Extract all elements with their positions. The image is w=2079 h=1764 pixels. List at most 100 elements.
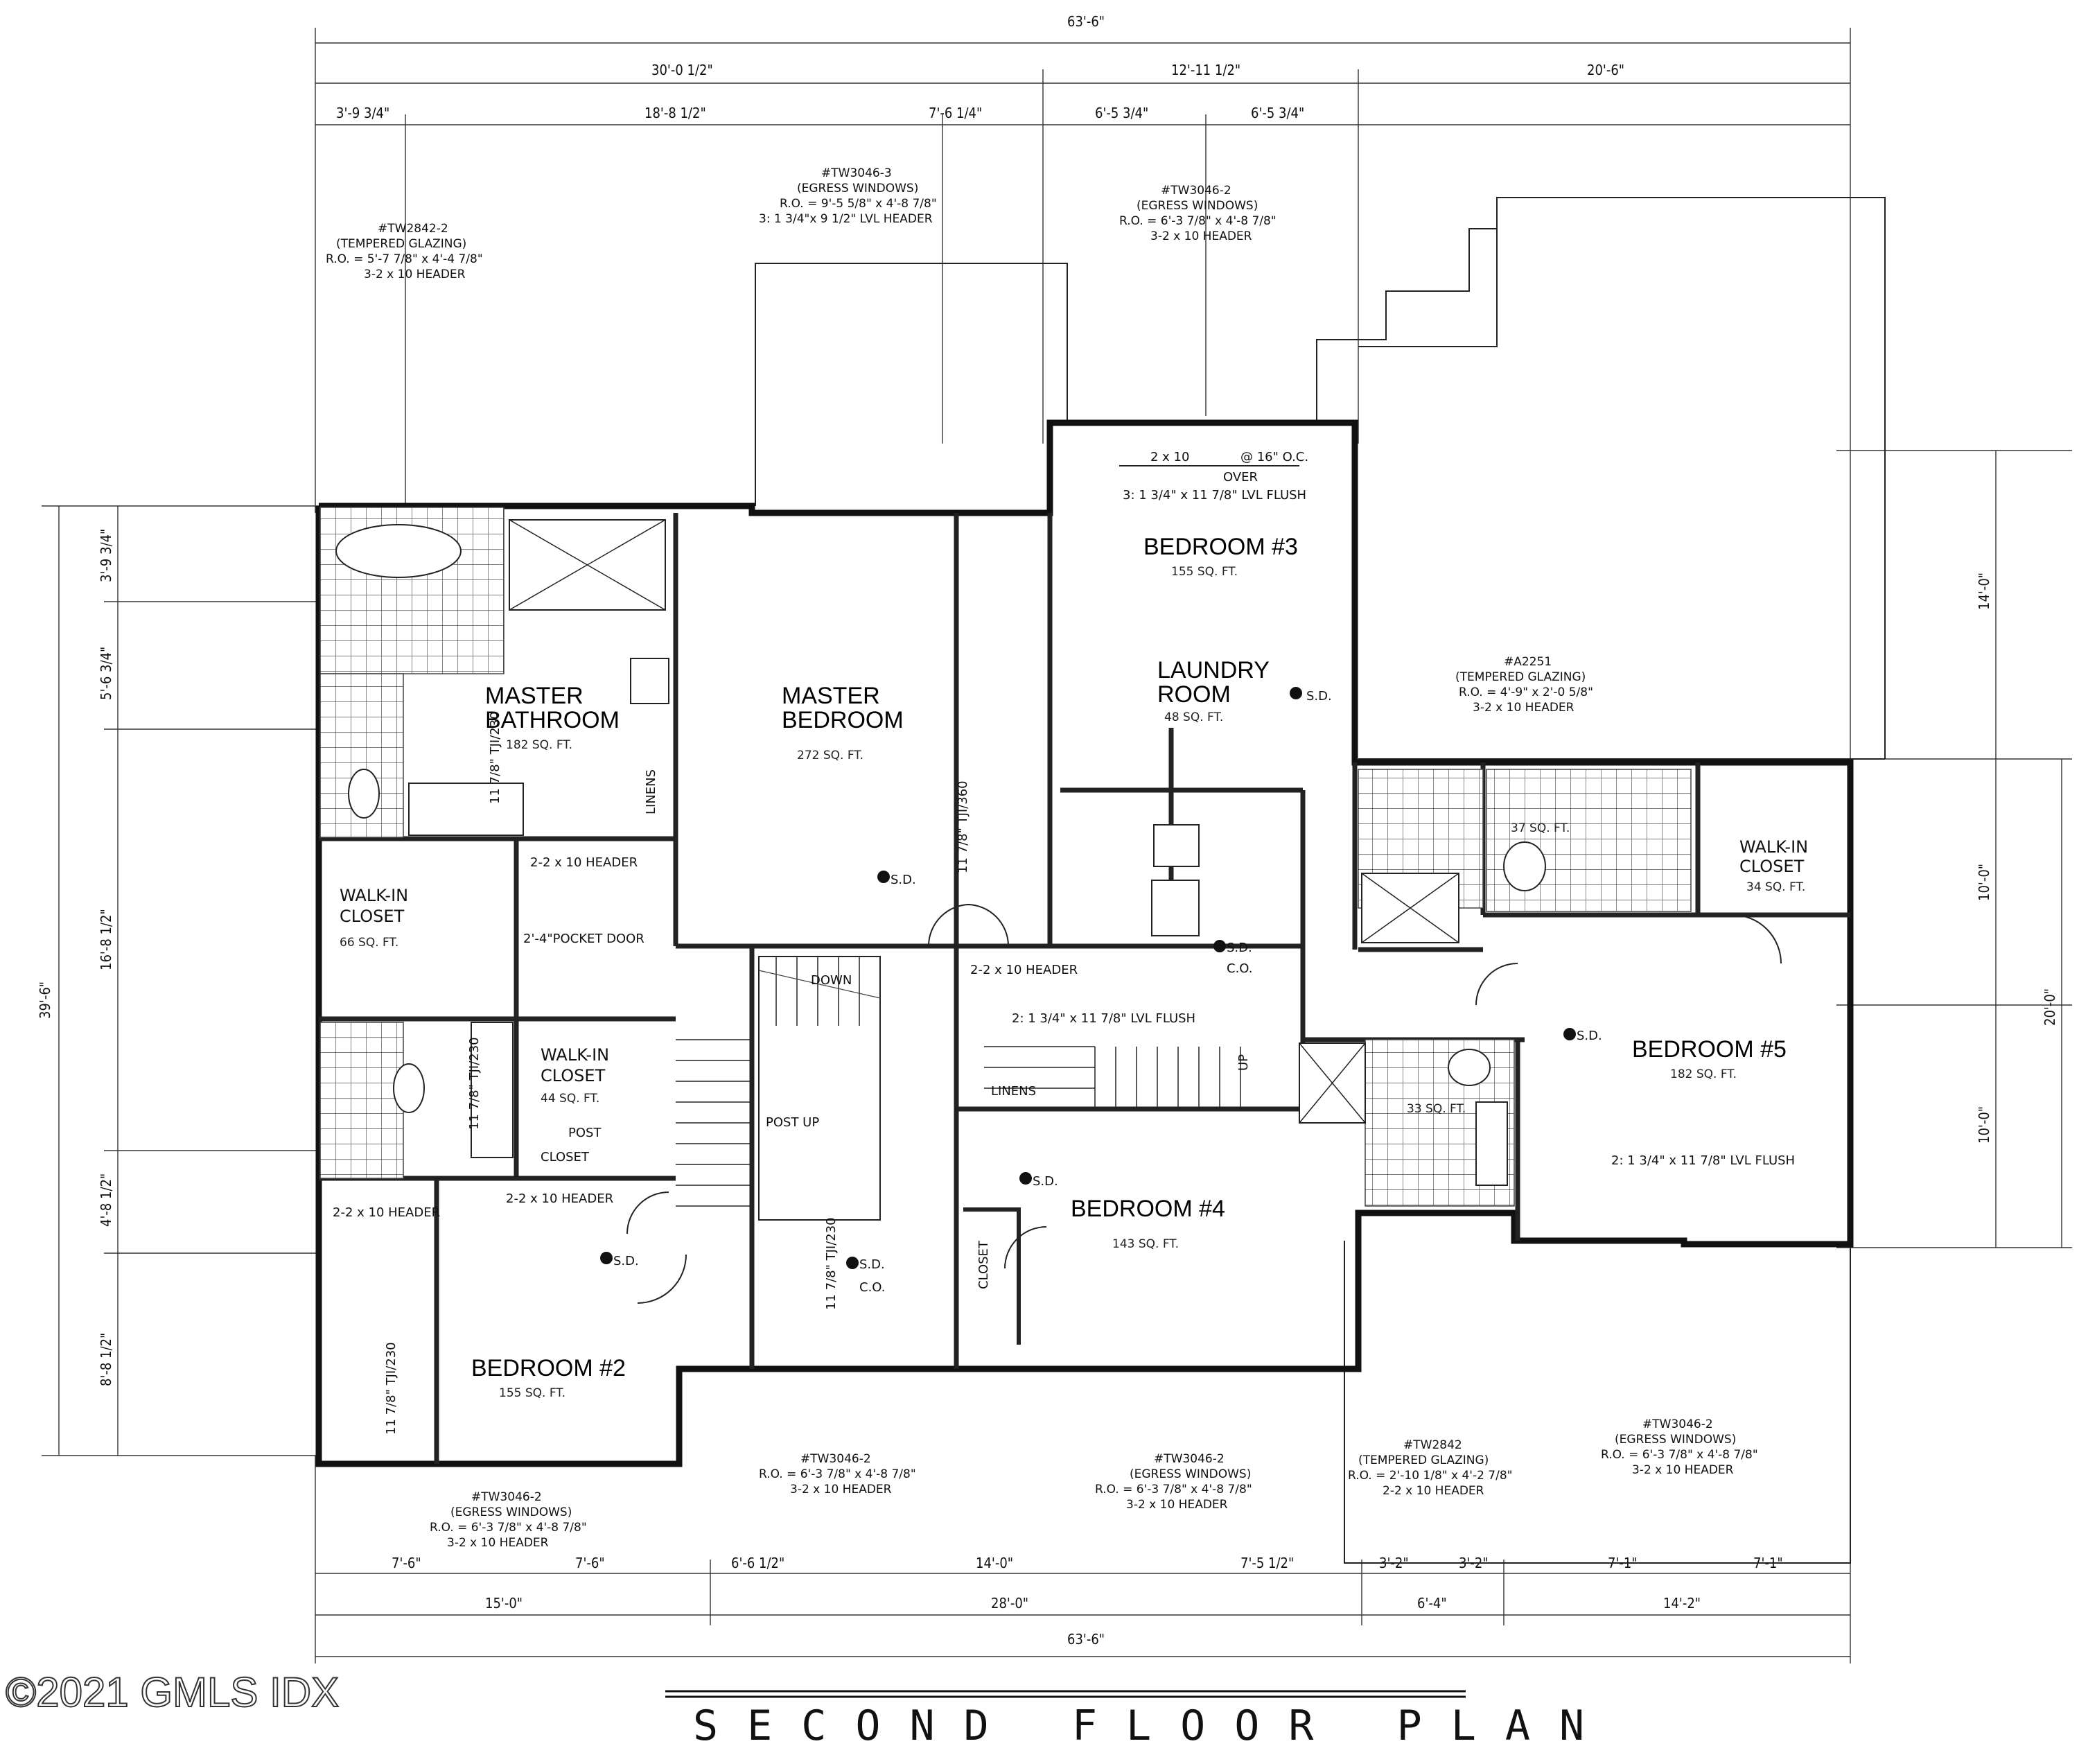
callout-top-right-3: R.O. = 6'-3 7/8" x 4'-8 7/8" [1119, 214, 1277, 228]
bath-center-area: 33 SQ. FT. [1407, 1102, 1466, 1116]
callout-a2251-4: 3-2 x 10 HEADER [1473, 701, 1574, 715]
roof-outlines [755, 197, 1886, 1564]
closet-label-2: CLOSET [976, 1240, 991, 1289]
dim-bot-1: 15'-0" [485, 1595, 523, 1612]
callout-top-left-3: R.O. = 5'-7 7/8" x 4'-4 7/8" [326, 252, 483, 266]
header-22-d: 2-2 x 10 HEADER [506, 1191, 613, 1206]
stair-down-label: DOWN [811, 973, 852, 988]
callout-top-left-2: (TEMPERED GLAZING) [336, 237, 466, 251]
dim-sub-d: 6'-5 3/4" [1095, 105, 1148, 121]
callout-bot-left-1: #TW3046-2 [471, 1490, 542, 1504]
callout-bot-left-3: R.O. = 6'-3 7/8" x 4'-8 7/8" [430, 1521, 587, 1535]
dim-sub-a: 3'-9 3/4" [336, 105, 389, 121]
staircases [676, 956, 1241, 1221]
bedroom-5-area: 182 SQ. FT. [1670, 1067, 1737, 1081]
dim-left-1: 3'-9 3/4" [98, 529, 114, 582]
header-22-a: 2-2 x 10 HEADER [530, 855, 638, 870]
callout-bot-left-4: 3-2 x 10 HEADER [447, 1536, 549, 1550]
callout-bot-mid2-2: (EGRESS WINDOWS) [1130, 1467, 1251, 1481]
tji-label-c: 11 7/8" TJI/230 [824, 1217, 839, 1310]
callout-top-mid-3: R.O. = 9'-5 5/8" x 4'-8 7/8" [780, 197, 937, 211]
callout-tw2842-3: R.O. = 2'-10 1/8" x 4'-2 7/8" [1348, 1469, 1513, 1483]
left-dimensions: 39'-6" 3'-9 3/4" 5'-6 3/4" 16'-8 1/2" 4'… [37, 505, 319, 1456]
bedroom-2-area: 155 SQ. FT. [499, 1386, 565, 1400]
master-bedroom-label-2: BEDROOM [782, 707, 904, 733]
smoke-detector-4: S.D. [1577, 1029, 1602, 1043]
bottom-dimensions: 7'-6" 7'-6" 6'-6 1/2" 14'-0" 7'-5 1/2" 3… [315, 1456, 1851, 1663]
wic-1-label: WALK-IN [340, 886, 408, 905]
co-detector-1: C.O. [1227, 961, 1252, 976]
callout-bot-mid1-3: 3-2 x 10 HEADER [790, 1483, 892, 1496]
callout-top-left-1: #TW2842-2 [378, 222, 448, 236]
header-22-b: 2-2 x 10 HEADER [970, 963, 1078, 977]
master-bathroom-label-2: BATHROOM [485, 707, 620, 733]
tji-label-b: 11 7/8" TJI/230 [467, 1037, 482, 1130]
pocket-door-label: 2'-4"POCKET DOOR [523, 932, 644, 946]
dim-right-2: 20'-0" [2042, 988, 2058, 1026]
post-label: POST [568, 1126, 602, 1140]
dim-bsub-e: 7'-5 1/2" [1240, 1555, 1294, 1571]
bedroom-2-label: BEDROOM #2 [471, 1355, 626, 1381]
watermark: ©2021 GMLS IDX [6, 1669, 339, 1715]
callout-tw2842-2: (TEMPERED GLAZING) [1358, 1453, 1489, 1467]
post-up-label: POST UP [766, 1115, 819, 1130]
callout-top-mid-4: 3: 1 3/4"x 9 1/2" LVL HEADER [759, 212, 933, 226]
callout-bot-mid2-4: 3-2 x 10 HEADER [1126, 1498, 1228, 1512]
dim-bsub-d: 14'-0" [976, 1555, 1013, 1571]
dim-total-top: 63'-6" [1067, 13, 1105, 30]
dim-sub-c: 7'-6 1/4" [929, 105, 982, 121]
dim-top-2: 12'-11 1/2" [1171, 62, 1240, 78]
header-22-c: 2-2 x 10 HEADER [333, 1205, 440, 1220]
callout-top-right-1: #TW3046-2 [1161, 184, 1231, 198]
dim-bot-2: 28'-0" [991, 1595, 1028, 1612]
wic-1-area: 66 SQ. FT. [340, 936, 398, 950]
callout-top-right-4: 3-2 x 10 HEADER [1150, 229, 1252, 243]
callout-top-right-2: (EGRESS WINDOWS) [1137, 199, 1258, 213]
callout-top-mid-1: #TW3046-3 [821, 166, 892, 180]
callout-bot-right-1: #TW3046-2 [1642, 1417, 1713, 1431]
smoke-detector-6: S.D. [859, 1257, 885, 1272]
callout-bot-mid1-1: #TW3046-2 [800, 1452, 871, 1466]
over-top: OVER [1223, 470, 1258, 484]
smoke-detector-5: S.D. [1033, 1174, 1058, 1189]
smoke-detector-7: S.D. [613, 1254, 639, 1268]
interior-walls [319, 513, 1850, 1464]
bedroom-4-area: 143 SQ. FT. [1112, 1237, 1179, 1251]
callout-top-left-4: 3-2 x 10 HEADER [364, 268, 466, 281]
lvl-flush-top: 3: 1 3/4" x 11 7/8" LVL FLUSH [1123, 488, 1306, 503]
wic-1-label-2: CLOSET [340, 907, 405, 926]
wic-2-area: 44 SQ. FT. [541, 1092, 599, 1106]
callout-a2251-3: R.O. = 4'-9" x 2'-0 5/8" [1459, 685, 1593, 699]
structural-notes: 2 x 10 @ 16" O.C. OVER 3: 1 3/4" x 11 7/… [333, 450, 1795, 1435]
dim-right-1: 14'-0" [1976, 573, 1992, 610]
dim-sub-e: 6'-5 3/4" [1251, 105, 1304, 121]
dim-bot-3: 6'-4" [1417, 1595, 1447, 1612]
tji-label-d: 11 7/8" TJI/230 [384, 1342, 398, 1435]
master-bathroom-area: 182 SQ. FT. [506, 738, 572, 752]
lvl-flush-right: 2: 1 3/4" x 11 7/8" LVL FLUSH [1611, 1153, 1795, 1168]
callout-a2251-2: (TEMPERED GLAZING) [1455, 670, 1586, 684]
callout-bot-left-2: (EGRESS WINDOWS) [450, 1505, 572, 1519]
plan-title: SECOND FLOOR PLAN [693, 1702, 1613, 1750]
wic-3-label: WALK-IN [1739, 837, 1808, 857]
dim-left-5: 8'-8 1/2" [98, 1333, 114, 1386]
co-detector-2: C.O. [859, 1280, 885, 1295]
dim-sub-b: 18'-8 1/2" [644, 105, 706, 121]
wic-3-label-2: CLOSET [1739, 857, 1805, 876]
wic-3-area: 34 SQ. FT. [1746, 880, 1805, 894]
joist-oc-top: @ 16" O.C. [1240, 450, 1308, 464]
master-bedroom-area: 272 SQ. FT. [797, 749, 863, 762]
room-labels: MASTER BATHROOM 182 SQ. FT. MASTER BEDRO… [340, 534, 1808, 1400]
wic-2-label-2: CLOSET [541, 1066, 606, 1085]
dim-left-4: 4'-8 1/2" [98, 1173, 114, 1227]
dim-bot-4: 14'-2" [1663, 1595, 1701, 1612]
callout-tw2842-1: #TW2842 [1403, 1438, 1462, 1452]
dim-left-2: 5'-6 3/4" [98, 647, 114, 700]
callout-a2251-1: #A2251 [1504, 655, 1552, 669]
callout-bot-right-3: R.O. = 6'-3 7/8" x 4'-8 7/8" [1601, 1448, 1758, 1462]
dim-left-3: 16'-8 1/2" [98, 909, 114, 970]
master-bedroom-label: MASTER [782, 683, 880, 709]
smoke-detector-3: S.D. [1227, 941, 1252, 955]
tji-label-a: 11 7/8" TJI/230 [488, 711, 502, 804]
